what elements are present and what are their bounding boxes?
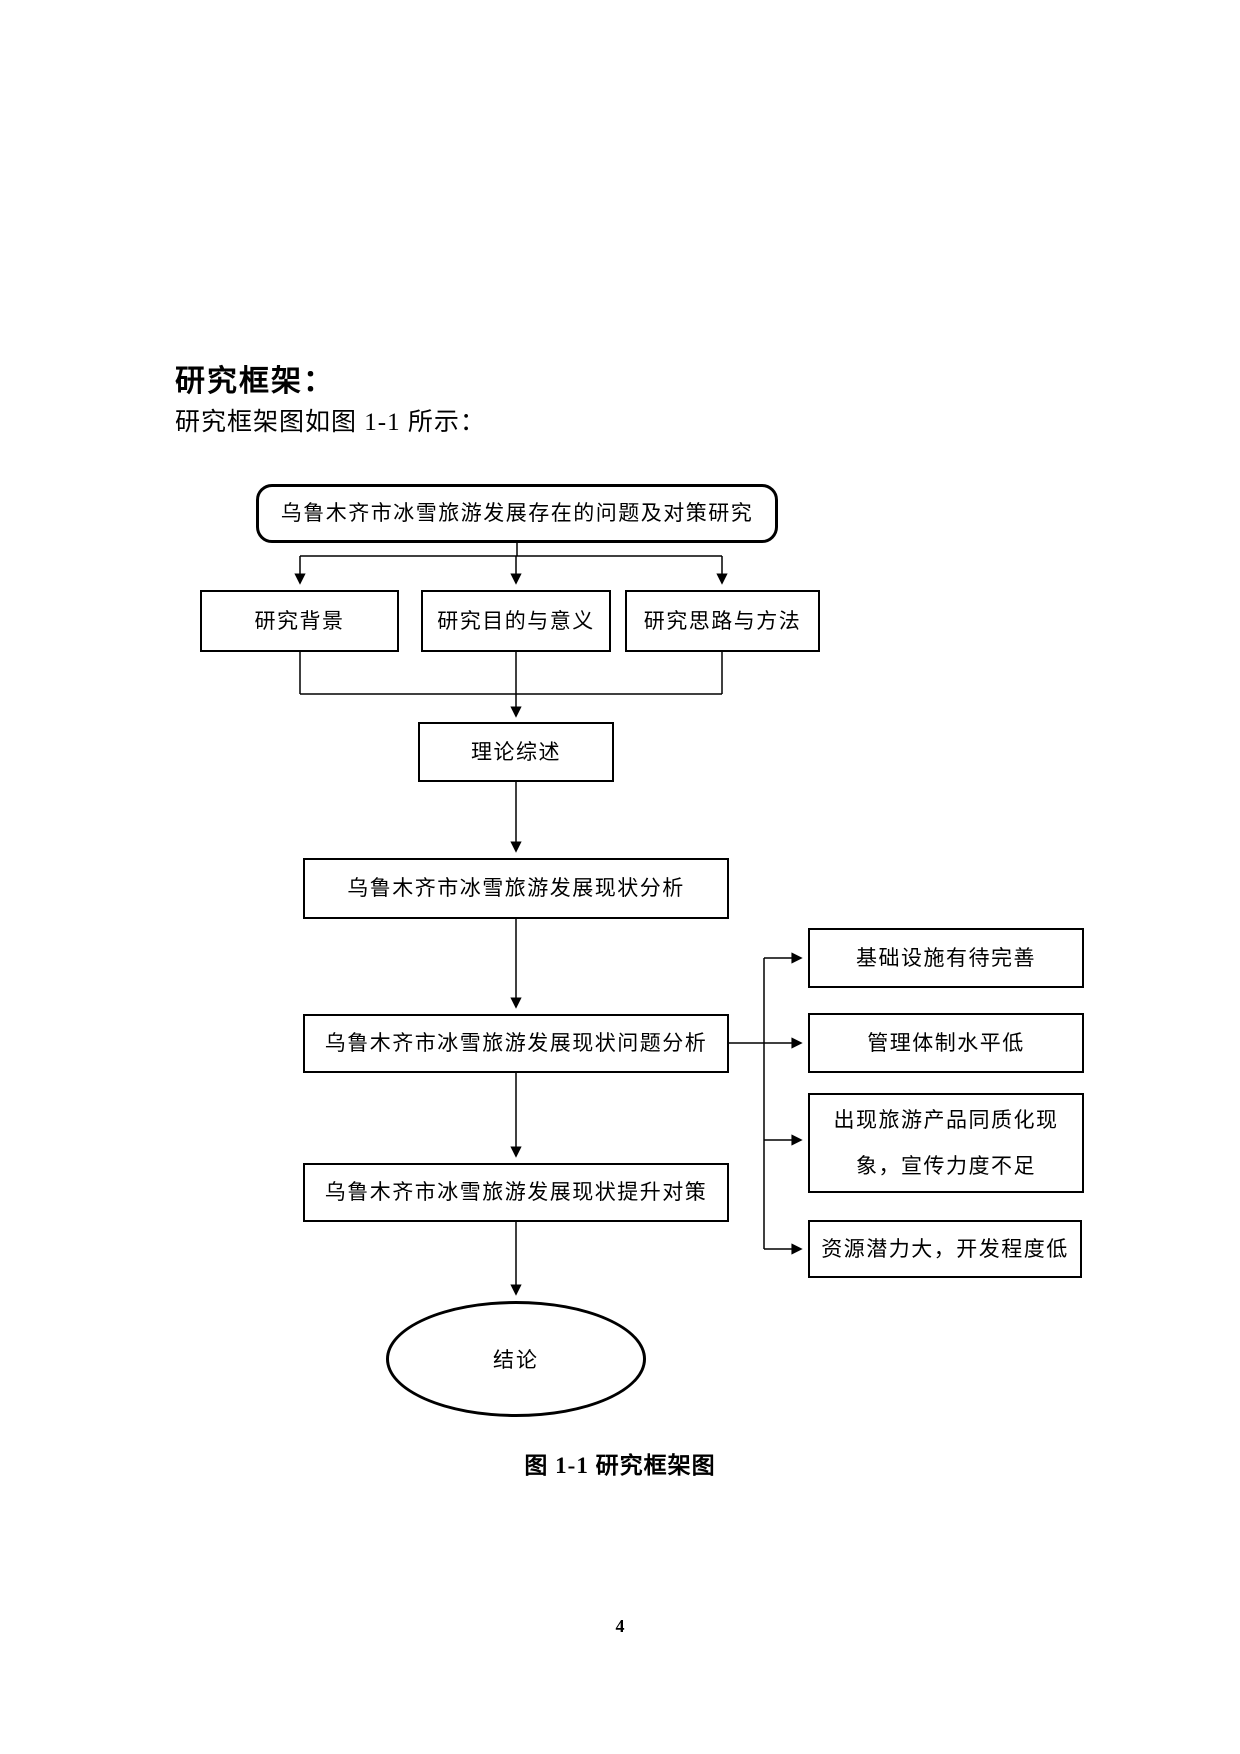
branches-to-theory-connector xyxy=(299,652,723,718)
flowchart-box-problem-analysis: 乌鲁木齐市冰雪旅游发展现状问题分析 xyxy=(303,1014,729,1073)
flowchart-box-issue-potential: 资源潜力大，开发程度低 xyxy=(808,1220,1082,1278)
flowchart-title-box: 乌鲁木齐市冰雪旅游发展存在的问题及对策研究 xyxy=(256,484,778,543)
problem-to-issues-connector xyxy=(729,952,803,1255)
title-to-branches-connector xyxy=(294,543,728,585)
intro-text: 研究框架图如图 1-1 所示： xyxy=(175,409,486,436)
flowchart-box-issue-management: 管理体制水平低 xyxy=(808,1013,1084,1073)
flowchart-box-purpose-significance: 研究目的与意义 xyxy=(421,590,611,652)
flowchart-box-approach-methods: 研究思路与方法 xyxy=(625,590,820,652)
flowchart-conclusion-ellipse: 结论 xyxy=(386,1301,646,1417)
flowchart-box-issue-infrastructure: 基础设施有待完善 xyxy=(808,928,1084,988)
flowchart-box-status-analysis: 乌鲁木齐市冰雪旅游发展现状分析 xyxy=(303,858,729,919)
section-heading: 研究框架： xyxy=(175,365,335,398)
page-number: 4 xyxy=(615,1616,625,1636)
flowchart-box-issue-homogenization: 出现旅游产品同质化现象，宣传力度不足 xyxy=(808,1093,1084,1193)
flowchart-box-research-background: 研究背景 xyxy=(200,590,399,652)
flowchart-box-improvement-strategy: 乌鲁木齐市冰雪旅游发展现状提升对策 xyxy=(303,1163,729,1222)
figure-caption: 图 1-1 研究框架图 xyxy=(524,1453,716,1478)
flowchart-box-theory-review: 理论综述 xyxy=(418,722,614,782)
